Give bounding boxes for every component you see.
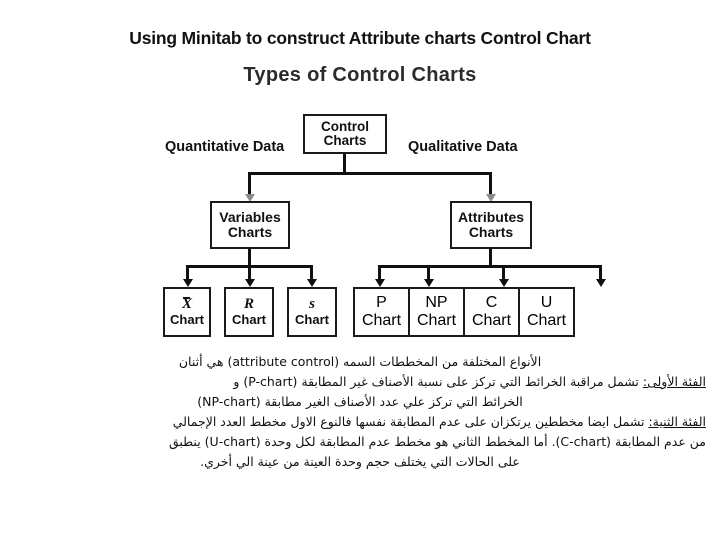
connector-drop-variables (248, 172, 251, 196)
connector-drop-u-chart (599, 265, 602, 281)
leaf-s-chart-symbol: s (309, 296, 315, 313)
leaf-s-chart[interactable]: s Chart (287, 287, 337, 337)
page-title: Using Minitab to construct Attribute cha… (129, 28, 591, 48)
body-line-2-term-p-chart: P-chart (248, 374, 293, 389)
body-line-5-term-u-chart: U-chart (209, 434, 256, 449)
leaf-np-chart[interactable]: NP Chart (410, 289, 465, 335)
body-line-1-part-a: الأنواع المختلفة من المخططات السمه ( (334, 354, 542, 369)
body-line-5-part-a: من عدم المطابقة ( (606, 434, 706, 449)
leaf-c-chart-caption: Chart (471, 312, 512, 329)
connector-drop-c-chart (502, 265, 505, 281)
connector-drop-s-chart (310, 265, 313, 281)
leaf-p-chart[interactable]: P Chart (355, 289, 410, 335)
leaf-u-chart[interactable]: U Chart (520, 289, 573, 335)
connector-root-stem (343, 154, 346, 174)
body-line-5-part-e: ) ينطبق (168, 434, 210, 449)
arrowhead-c-chart (499, 279, 509, 287)
node-control-charts-line1: Control (321, 118, 369, 134)
body-line-2-label: الفئة الأولى: (642, 374, 706, 389)
connector-drop-xbar-chart (186, 265, 189, 281)
leaf-np-chart-symbol: NP (425, 294, 448, 311)
control-charts-diagram: Types of Control Charts Quantitative Dat… (0, 60, 720, 350)
leaf-s-chart-caption: Chart (295, 311, 329, 327)
body-line-1: الأنواع المختلفة من المخططات السمه (attr… (14, 352, 706, 372)
connector-attributes-stem (489, 249, 492, 267)
node-control-charts[interactable]: Control Charts (303, 114, 387, 154)
leaf-r-chart-caption: Chart (232, 311, 266, 327)
body-line-5-part-c: ). أما المخطط الثاني هو مخطط عدم المطابق… (255, 434, 561, 449)
arrowhead-s-chart (307, 279, 317, 287)
diagram-title: Types of Control Charts (243, 64, 477, 86)
leaf-xbar-chart-symbol: X (181, 296, 192, 313)
connector-top-bus (248, 172, 492, 175)
node-variables-charts[interactable]: Variables Charts (210, 201, 290, 249)
leaf-xbar-chart[interactable]: X Chart (163, 287, 211, 337)
node-variables-charts-line1: Variables (219, 209, 281, 226)
node-control-charts-line2: Charts (323, 133, 367, 148)
node-variables-charts-line2: Charts (227, 224, 273, 240)
connector-drop-p-chart (378, 265, 381, 281)
arrowhead-attributes (486, 194, 496, 202)
body-line-2: الفئة الأولى: تشمل مراقبة الخرائط التي ت… (14, 372, 706, 392)
leaf-c-chart-symbol: C (485, 294, 498, 311)
body-line-5: من عدم المطابقة (C-chart). أما المخطط ال… (14, 432, 706, 452)
leaf-r-chart-symbol: R (243, 296, 254, 313)
connector-drop-np-chart (427, 265, 430, 281)
arrowhead-xbar-chart (183, 279, 193, 287)
connector-variables-stem (248, 249, 251, 267)
body-line-1-part-c: ) هي أثنان (178, 354, 233, 369)
body-line-2-part-c: ) و (233, 374, 249, 389)
leaf-u-chart-symbol: U (540, 294, 553, 311)
body-line-3-part-a: الخرائط التي تركز علي عدد الأصناف الغير … (255, 394, 523, 409)
body-text: الأنواع المختلفة من المخططات السمه (attr… (14, 352, 706, 472)
arrowhead-variables (245, 194, 255, 202)
leaf-np-chart-caption: Chart (416, 312, 457, 329)
node-attributes-charts[interactable]: Attributes Charts (450, 201, 532, 249)
attributes-leaf-strip: P Chart NP Chart C Chart U Chart (353, 287, 575, 337)
label-qualitative-data: Qualitative Data (408, 139, 518, 155)
connector-attributes-bus (378, 265, 602, 268)
body-line-4: الفئة الثنية: تشمل ايضا مخططين يرتكزان ع… (14, 412, 706, 432)
body-line-3-term-np-chart: NP-chart (202, 394, 256, 409)
leaf-c-chart[interactable]: C Chart (465, 289, 520, 335)
leaf-p-chart-symbol: P (376, 294, 387, 311)
body-line-2-part-a: تشمل مراقبة الخرائط التي تركز على نسبة ا… (292, 374, 643, 389)
body-line-3-part-c: ) (197, 394, 203, 409)
body-line-6: على الحالات التي يختلف حجم وحدة العينة م… (200, 454, 520, 469)
node-attributes-charts-line2: Charts (468, 224, 514, 240)
body-line-4-label: الفئة الثنية: (648, 414, 706, 429)
body-line-3: الخرائط التي تركز علي عدد الأصناف الغير … (14, 392, 706, 412)
body-line-5-term-c-chart: C-chart (560, 434, 607, 449)
arrowhead-r-chart (245, 279, 255, 287)
arrowhead-u-chart (596, 279, 606, 287)
connector-drop-r-chart (248, 265, 251, 281)
leaf-u-chart-caption: Chart (526, 312, 567, 329)
body-line-1-term-attribute-control: attribute control (232, 354, 335, 369)
arrowhead-np-chart (424, 279, 434, 287)
body-line-4-part-a: تشمل ايضا مخططين يرتكزان على عدم المطابق… (172, 414, 649, 429)
connector-drop-attributes (489, 172, 492, 196)
leaf-p-chart-caption: Chart (361, 312, 402, 329)
leaf-xbar-chart-caption: Chart (170, 311, 204, 327)
node-attributes-charts-line1: Attributes (457, 209, 525, 226)
arrowhead-p-chart (375, 279, 385, 287)
leaf-r-chart[interactable]: R Chart (224, 287, 274, 337)
label-quantitative-data: Quantitative Data (165, 139, 285, 155)
